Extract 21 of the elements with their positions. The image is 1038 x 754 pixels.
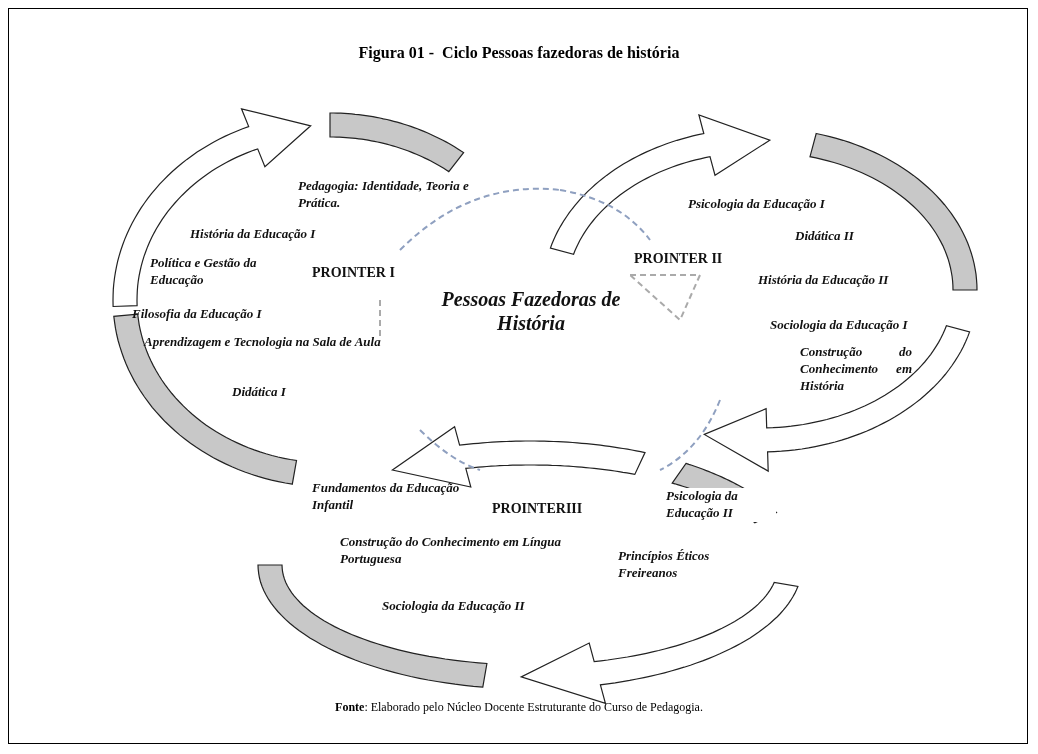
subject-label: Política e Gestão da Educação <box>150 255 258 289</box>
subject-label: Sociologia da Educação II <box>382 598 525 615</box>
stage-label: PROINTER I <box>312 264 395 282</box>
subject-label: Filosofia da Educação I <box>132 306 262 323</box>
subject-label: Princípios Éticos Freireanos <box>618 548 711 582</box>
subject-label: História da Educação II <box>758 272 889 289</box>
subject-label: Sociologia da Educação I <box>770 317 908 334</box>
subject-label: Psicologia da Educação II <box>666 488 776 522</box>
subject-label: Didática II <box>795 228 854 245</box>
source-caption: Fonte: Elaborado pelo Núcleo Docente Estruturante do Curso de Pedagogia. <box>334 700 704 715</box>
subject-label: Aprendizagem e Tecnologia na Sala de Aula <box>144 334 381 351</box>
subject-label: Pedagogia: Identidade, Teoria e Prática. <box>298 178 470 212</box>
subject-label: Psicologia da Educação I <box>688 196 825 213</box>
subject-label: Fundamentos da Educação Infantil <box>312 480 461 514</box>
subject-label: Construção do Conhecimento em História <box>800 344 912 395</box>
subject-label: Didática I <box>232 384 286 401</box>
stage-label: PROINTERIII <box>492 500 583 518</box>
subject-label: Construção do Conhecimento em Língua Portuguesa <box>340 534 563 568</box>
figure-title: Figura 01 - Ciclo Pessoas fazedoras de história <box>357 44 681 62</box>
stage-label: PROINTER II <box>634 250 723 268</box>
subject-label: História da Educação I <box>190 226 316 243</box>
